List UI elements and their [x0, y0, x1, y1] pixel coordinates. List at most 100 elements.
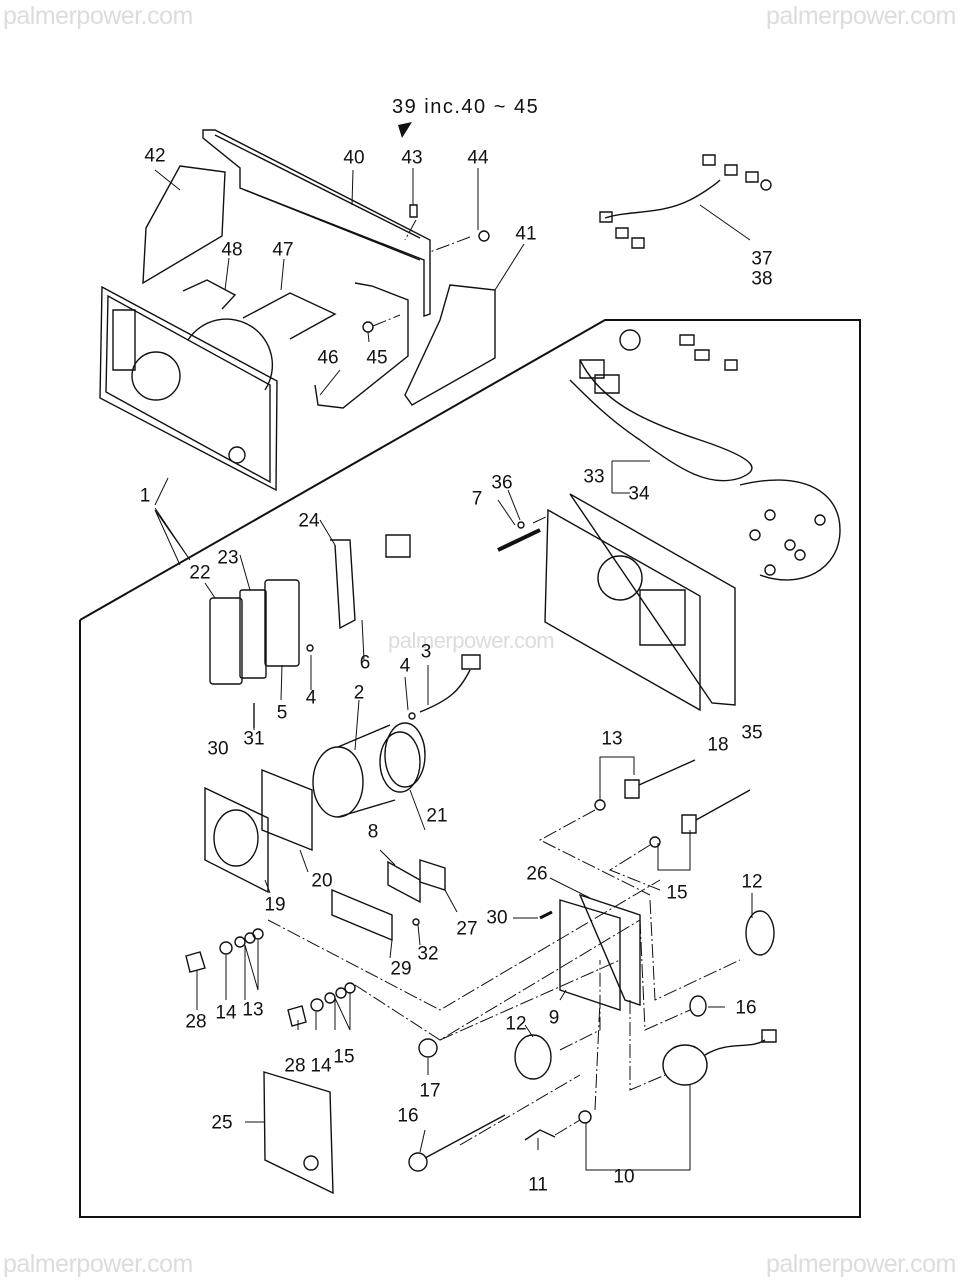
- callout-18: 18: [707, 734, 729, 756]
- callout-8: 8: [367, 821, 379, 843]
- callout-40: 40: [343, 147, 365, 169]
- callout-45: 45: [366, 347, 388, 369]
- part-5-housing: [265, 580, 299, 666]
- part-4-bulb: [307, 645, 313, 651]
- callout-41: 41: [515, 223, 537, 245]
- part-10-key-switch: [663, 1045, 707, 1085]
- callout-31: 31: [243, 728, 265, 750]
- part-6-wire: [330, 540, 355, 628]
- callout-9: 9: [548, 1007, 560, 1029]
- part-20-frame: [262, 770, 312, 850]
- part-15-ring: [325, 993, 335, 1003]
- callout-46: 46: [317, 347, 339, 369]
- callout-47: 47: [272, 239, 294, 261]
- part-36-washer: [518, 522, 524, 528]
- part-25-hole: [304, 1156, 318, 1170]
- callout-27: 27: [456, 918, 478, 940]
- part-13-wire: [639, 760, 695, 785]
- callout-3: 3: [420, 641, 432, 663]
- callout-36: 36: [491, 472, 513, 494]
- part-13-nut: [595, 800, 605, 810]
- callout-37: 37: [751, 248, 773, 270]
- part-15-switch: [682, 815, 696, 833]
- watermark-bottom-right: palmerpower.com: [766, 1250, 956, 1278]
- part-19-opening: [214, 810, 258, 866]
- part-21-ring: [385, 723, 425, 787]
- callout-15a: 15: [666, 882, 688, 904]
- part-4-bulb-2: [409, 713, 415, 719]
- part-45-nut: [363, 322, 373, 332]
- part-10-nut: [579, 1111, 591, 1123]
- callout-14b: 14: [310, 1055, 332, 1077]
- callout-10: 10: [613, 1166, 635, 1188]
- part-14-cap: [220, 942, 232, 954]
- callout-28b: 28: [284, 1055, 306, 1077]
- part-9-switch-panel: [560, 900, 620, 1010]
- callout-12b: 12: [505, 1013, 527, 1035]
- callout-6: 6: [359, 652, 371, 674]
- detail-frame: [80, 320, 860, 1217]
- watermark-top-left: palmerpower.com: [3, 2, 193, 30]
- part-13-ring: [235, 937, 245, 947]
- callout-48: 48: [221, 239, 243, 261]
- leader-lines: [155, 168, 752, 1170]
- callout-30b: 30: [486, 907, 508, 929]
- callout-13a: 13: [601, 728, 623, 750]
- part-41-side-cover: [405, 285, 495, 405]
- callout-28a: 28: [185, 1011, 207, 1033]
- part-28-knob-2: [288, 1006, 306, 1026]
- part-32-screw: [413, 919, 419, 925]
- watermark-bottom-left: palmerpower.com: [3, 1250, 193, 1278]
- part-16-wire: [425, 1115, 505, 1158]
- callout-13b: 13: [242, 999, 264, 1021]
- callout-16a: 16: [735, 997, 757, 1019]
- part-16-lamp: [409, 1153, 427, 1171]
- part-12-horn: [515, 1035, 551, 1079]
- part-46-bracket: [315, 283, 408, 408]
- part-10-wire: [705, 1040, 765, 1055]
- part-26-gasket: [580, 895, 640, 1005]
- watermark-center: palmerpower.com: [388, 628, 555, 653]
- callout-4a: 4: [399, 655, 411, 677]
- part-22-lens: [210, 598, 242, 684]
- part-42-side-plate: [143, 166, 225, 283]
- part-10-connector: [762, 1030, 776, 1042]
- part-3-connector: [462, 655, 480, 669]
- part-17-lamp: [419, 1039, 437, 1057]
- callout-44: 44: [467, 147, 489, 169]
- part-12-ring-nut: [746, 911, 774, 955]
- watermark-top-right: palmerpower.com: [766, 2, 956, 30]
- part-14-cap-2: [311, 999, 323, 1011]
- part-6-connector: [386, 535, 410, 557]
- part-15-wire: [696, 790, 750, 820]
- part-27-gasket: [420, 860, 445, 890]
- part-44-bolt: [479, 231, 489, 241]
- callout-15b: 15: [333, 1046, 355, 1068]
- part-48-bracket: [183, 280, 235, 309]
- part-37-harness: [600, 155, 771, 248]
- part-30-screw: [540, 912, 552, 918]
- callout-14a: 14: [215, 1002, 237, 1024]
- callout-43: 43: [401, 147, 423, 169]
- callout-4b: 4: [305, 687, 317, 709]
- callout-32: 32: [417, 943, 439, 965]
- part-8-lens: [388, 862, 420, 902]
- part-47-bracket: [243, 293, 335, 339]
- callout-11: 11: [528, 1174, 548, 1196]
- callout-22: 22: [189, 562, 211, 584]
- callout-24: 24: [298, 510, 320, 532]
- callout-33: 33: [583, 466, 605, 488]
- callout-16b: 16: [397, 1105, 419, 1127]
- part-16-nut: [690, 996, 706, 1016]
- callout-34: 34: [628, 483, 650, 505]
- part-18-plate: [545, 510, 700, 710]
- part-29-cover: [332, 890, 392, 940]
- callout-1: 1: [139, 485, 151, 507]
- part-19-bezel: [205, 788, 268, 892]
- callout-42: 42: [144, 145, 166, 167]
- part-3-wires: [420, 670, 470, 712]
- part-33-main-harness: [570, 330, 840, 580]
- part-35-gasket: [570, 494, 735, 705]
- callout-38: 38: [751, 268, 773, 290]
